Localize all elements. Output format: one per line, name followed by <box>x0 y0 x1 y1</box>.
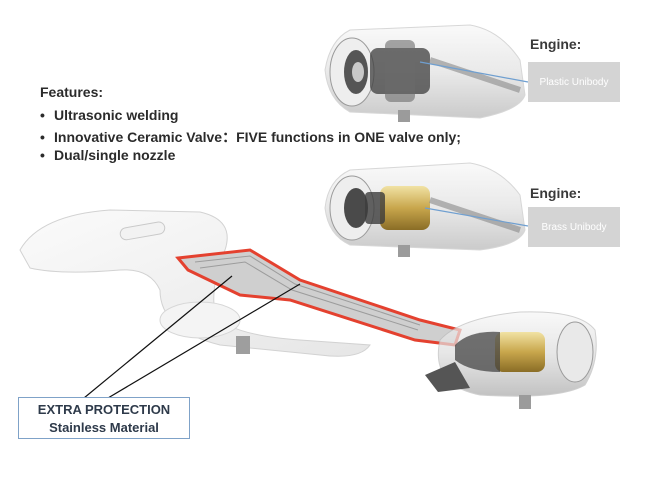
protection-callout-box: EXTRA PROTECTION Stainless Material <box>18 397 190 439</box>
protection-callout-line-2 <box>107 283 301 399</box>
plastic-engine-illustration <box>324 24 526 122</box>
brass-engine-illustration <box>324 162 526 257</box>
features-title: Features: <box>40 84 104 100</box>
engine-label-plastic: Plastic Unibody <box>528 62 620 102</box>
nozzle-engine-illustration <box>425 311 597 409</box>
brass-callout-line <box>424 207 529 227</box>
feature-item-text: Innovative Ceramic Valve：FIVE functions … <box>54 129 461 145</box>
protection-callout-line-1 <box>83 275 233 399</box>
plastic-callout-line <box>419 61 529 83</box>
feature-item-text: Ultrasonic welding <box>54 107 179 123</box>
feature-item-text: Dual/single nozzle <box>54 147 176 163</box>
protection-line-1: EXTRA PROTECTION <box>37 402 171 417</box>
feature-item: •Dual/single nozzle <box>40 147 176 163</box>
engine-title-top: Engine: <box>530 36 582 52</box>
bidet-base-plate <box>19 209 371 357</box>
engine-title-bottom: Engine: <box>530 185 582 201</box>
protection-line-2: Stainless Material <box>49 420 159 435</box>
feature-item: •Innovative Ceramic Valve：FIVE functions… <box>40 129 461 145</box>
feature-item: •Ultrasonic welding <box>40 107 179 123</box>
engine-label-brass: Brass Unibody <box>528 207 620 247</box>
